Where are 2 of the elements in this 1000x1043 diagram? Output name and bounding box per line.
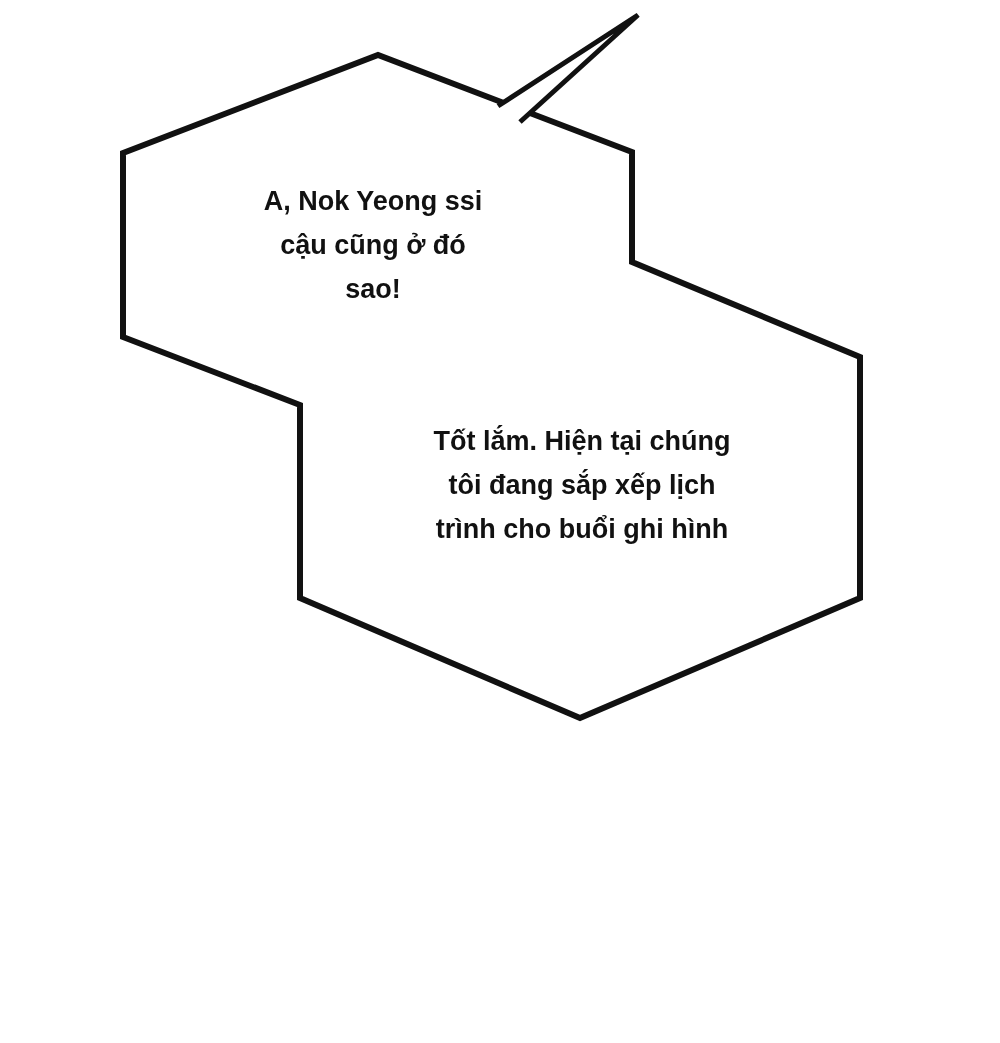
- speech-text: A, Nok Yeong ssi cậu cũng ở đó sao!: [262, 185, 484, 306]
- speech-text: Tốt lắm. Hiện tại chúng tôi đang sắp xếp lịch trình cho buổi ghi hình: [432, 424, 732, 546]
